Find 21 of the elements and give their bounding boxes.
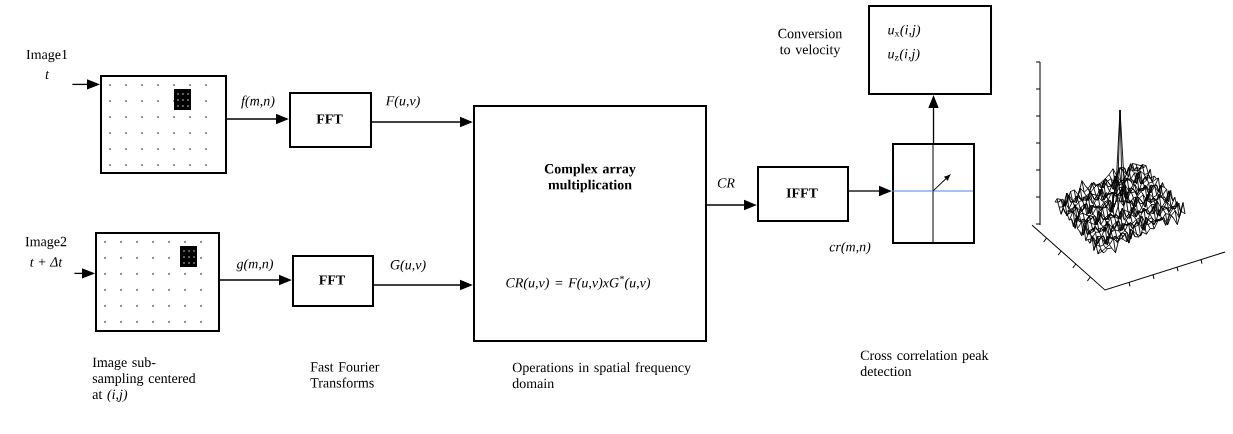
edge-label: F(u,v) [384,94,422,110]
edge-label: CR [716,177,736,189]
edge-label: f(m,n) [240,94,276,110]
input-label: Image1 t [26,49,68,79]
correlation-plane-box [891,142,975,244]
process-box: Complex array multiplication CR(u,v) = F(u,v)xG$^{*}$(u,v) [473,105,707,342]
process-box: FFT [289,92,372,148]
image-box [100,75,227,174]
process-box: IFFT [757,166,849,222]
stage-caption: Operations in spatial frequency domain [512,362,691,389]
node-caption: Conversion to velocity [778,28,843,58]
output-box: u$_{x}$(i,j) u$_{z}$(i,j) [868,5,992,95]
input-label: Image2 t + Δt [25,236,67,267]
image-box [95,232,220,332]
edge-label: cr(m,n) [828,240,872,256]
edge-label: G(u,v) [388,258,428,274]
process-box: FFT [292,255,374,307]
stage-caption: Image sub-sampling centered at (i,j) [92,357,196,402]
edge-label: g(m,n) [235,257,275,273]
stage-caption: Fast Fourier Transforms [310,362,380,388]
stage-caption: Cross correlation peak detection [860,350,989,377]
